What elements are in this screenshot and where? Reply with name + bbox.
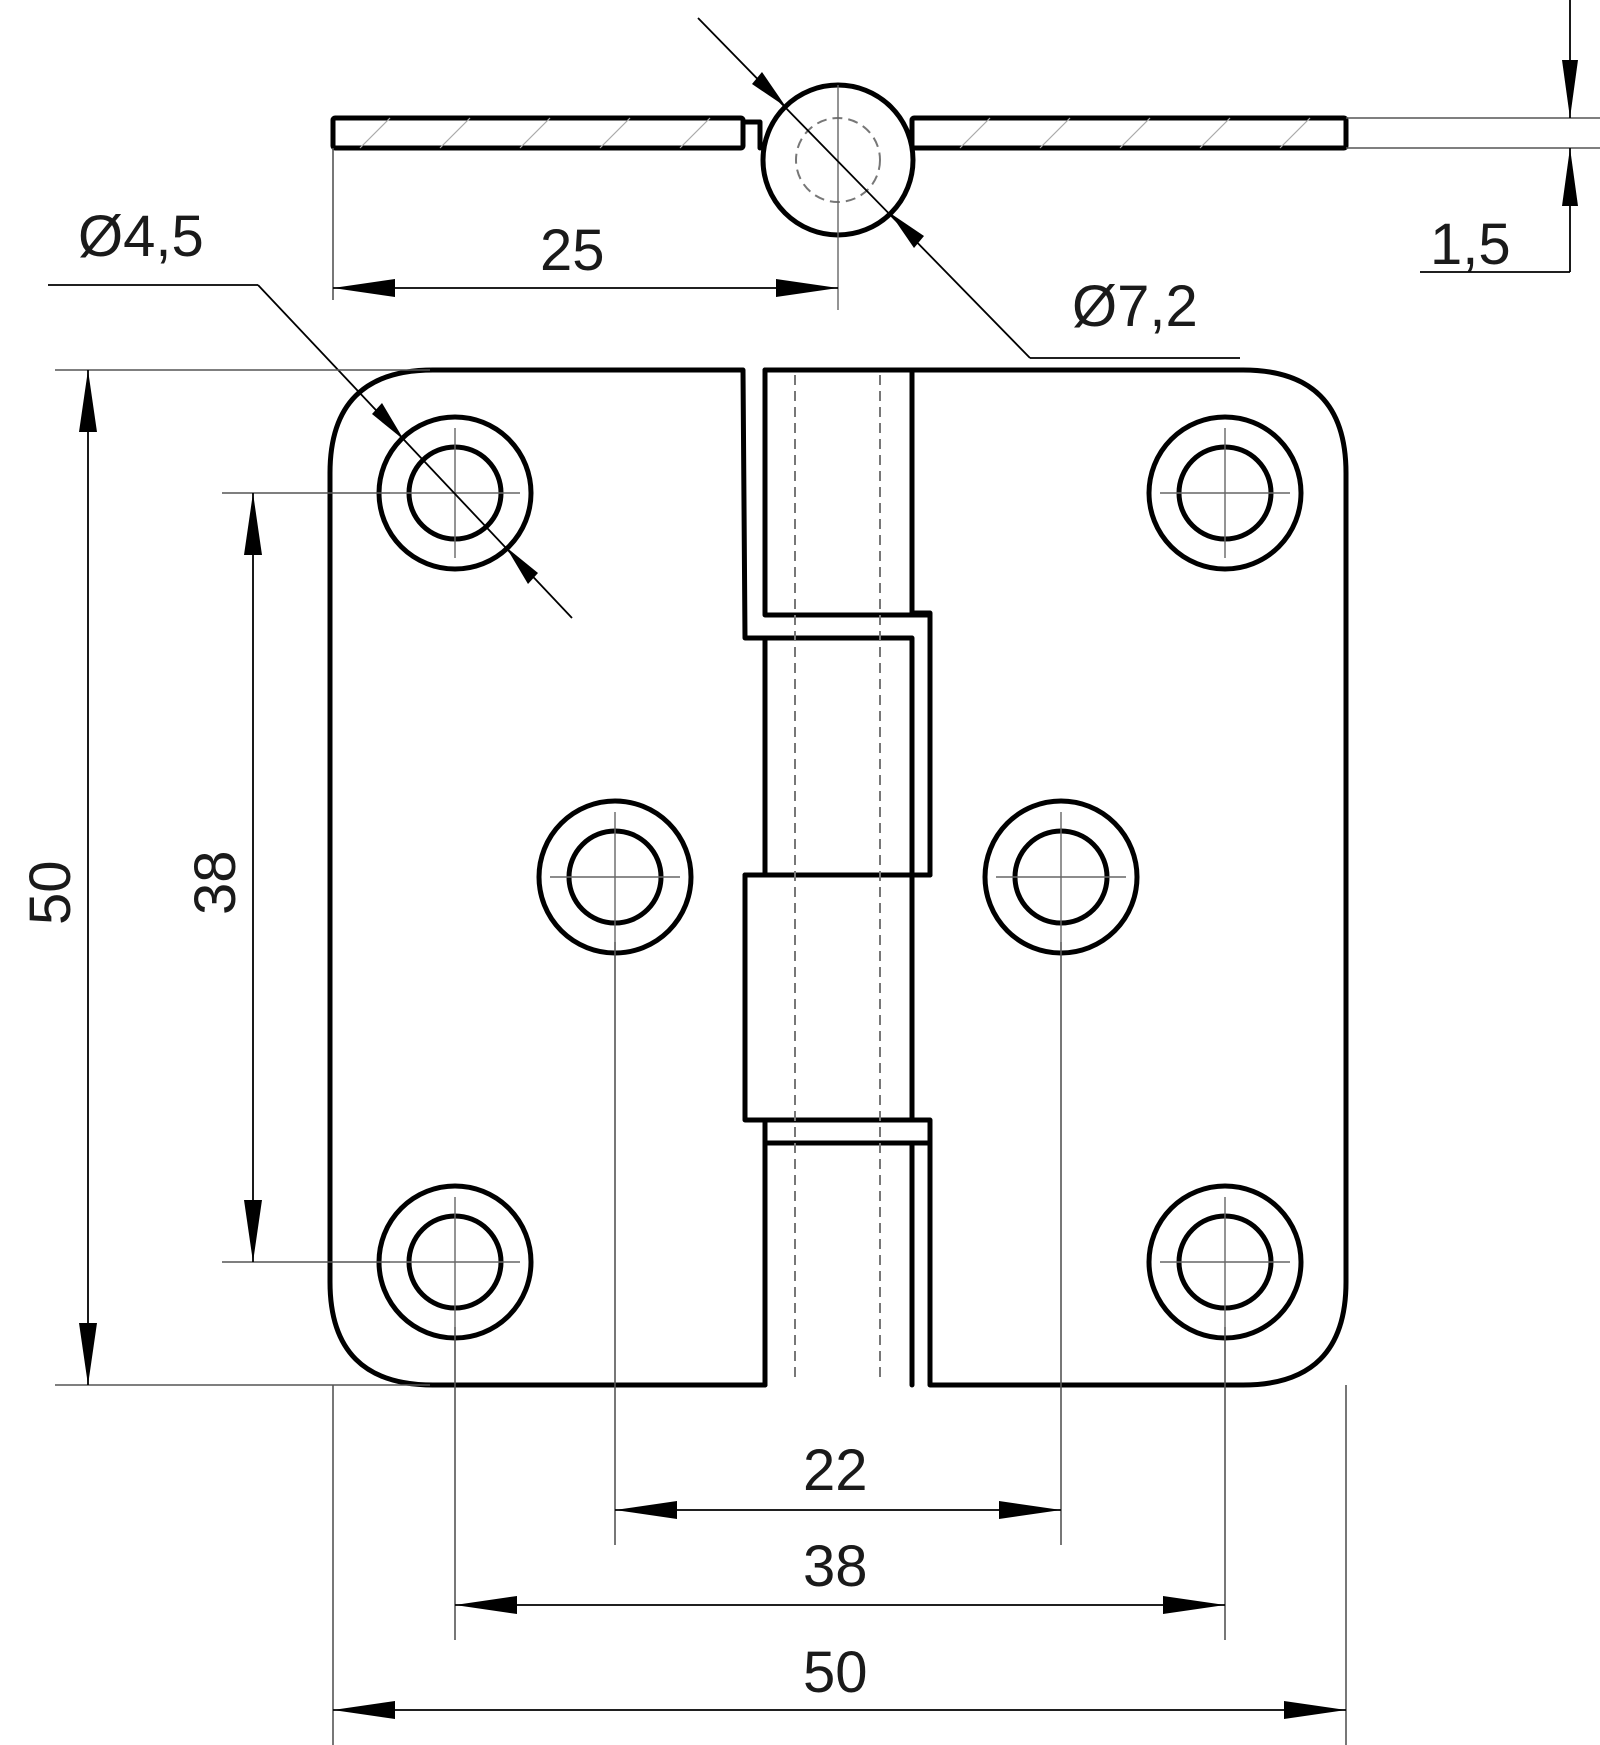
half-width-label: 25	[540, 218, 605, 283]
pin-diameter-arrow-1	[752, 72, 786, 107]
pin-diameter-arrow-2	[890, 213, 924, 248]
hole-top-right	[1146, 414, 1304, 572]
side-view-right-leaf	[909, 115, 1349, 151]
right-leaf-outline	[762, 367, 1349, 1388]
hole-diameter-dimension: Ø4,5	[48, 204, 573, 619]
pin-diameter-leader	[697, 17, 1031, 359]
middle-hole-spacing-dimension: 22	[614, 942, 1062, 1545]
hole-bottom-right	[1146, 1183, 1304, 1341]
hole-vertical-spacing-label: 38	[183, 850, 248, 915]
side-view	[330, 17, 1349, 359]
hole-middle-left	[536, 798, 694, 956]
corner-hole-spacing-dimension: 38	[454, 1327, 1226, 1640]
pin-diameter-label: Ø7,2	[1072, 274, 1198, 339]
half-width-dimension: 25	[332, 148, 838, 300]
thickness-dimension: 1,5	[1346, 0, 1600, 277]
thickness-label: 1,5	[1430, 212, 1511, 277]
left-leaf-outline	[327, 367, 768, 1388]
hole-middle-right	[982, 798, 1140, 956]
overall-width-dimension: 50	[332, 1385, 1347, 1745]
side-view-hatching	[359, 117, 1311, 149]
side-view-left-leaf	[330, 115, 746, 151]
hole-vertical-spacing-dimension: 38	[183, 492, 390, 1263]
overall-width-label: 50	[803, 1640, 868, 1705]
height-dimension: 50	[18, 369, 430, 1386]
hole-diameter-label: Ø4,5	[78, 204, 204, 269]
hole-bottom-left	[376, 1183, 534, 1341]
side-view-leaf-step	[740, 119, 763, 151]
knuckle-segments	[742, 367, 933, 1388]
corner-hole-spacing-label: 38	[803, 1534, 868, 1599]
height-label: 50	[18, 860, 83, 925]
middle-hole-spacing-label: 22	[803, 1438, 868, 1503]
